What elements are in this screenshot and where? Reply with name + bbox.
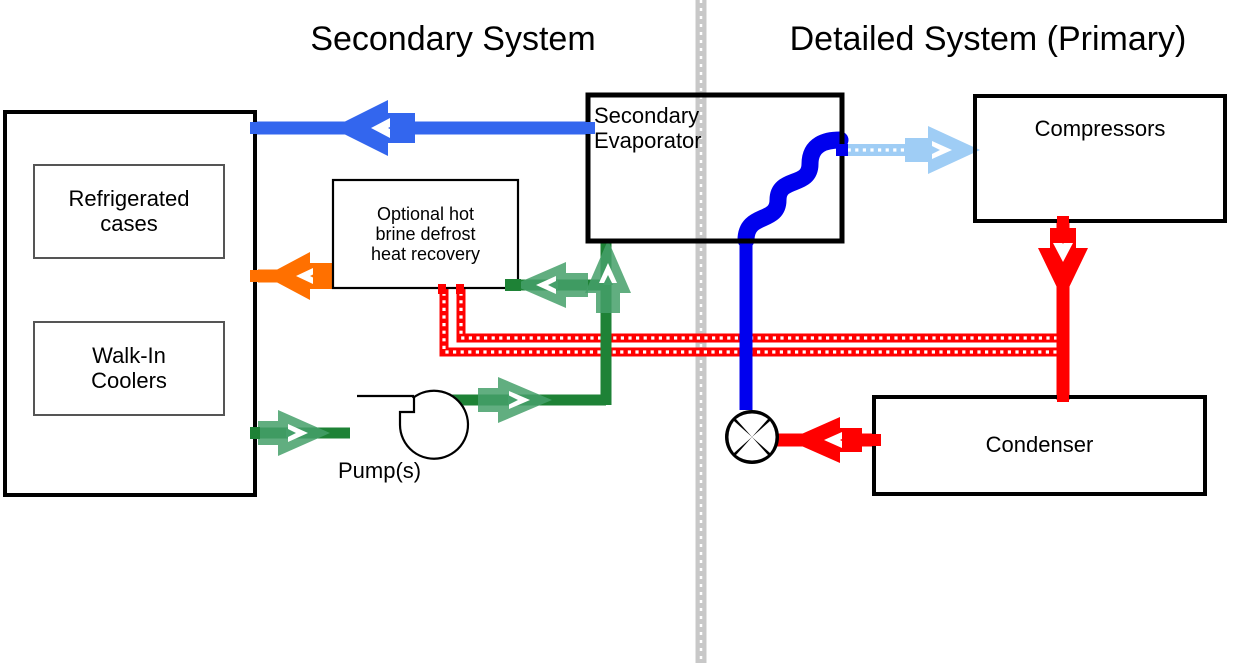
expansion-valve-to-evaporator bbox=[737, 131, 849, 410]
title-secondary-system: Secondary System bbox=[310, 20, 596, 58]
title-detailed-system-primary: Detailed System (Primary) bbox=[789, 20, 1187, 58]
store-enclosure-box bbox=[3, 110, 257, 497]
pump-icon bbox=[357, 389, 470, 460]
secondary-evaporator-box bbox=[585, 92, 845, 244]
primary-discharge-to-condenser bbox=[1038, 222, 1088, 400]
pump-label: Pump(s) bbox=[338, 458, 422, 483]
walk-in-coolers-box bbox=[33, 321, 225, 416]
brine-return-loop bbox=[255, 240, 631, 456]
compressors-box bbox=[973, 94, 1227, 223]
liquid-to-expansion-valve bbox=[760, 417, 876, 463]
condenser-box bbox=[872, 395, 1207, 496]
expansion-valve-icon bbox=[725, 410, 779, 464]
refrigerated-cases-box bbox=[33, 164, 225, 259]
secondary-supply-to-cases bbox=[255, 100, 590, 156]
hot-brine-box bbox=[331, 178, 520, 290]
primary-suction-to-compressors bbox=[840, 126, 980, 174]
hot-brine-defrost-to-cases bbox=[258, 252, 335, 300]
hot-gas-heat-recovery-lines bbox=[439, 285, 1063, 357]
